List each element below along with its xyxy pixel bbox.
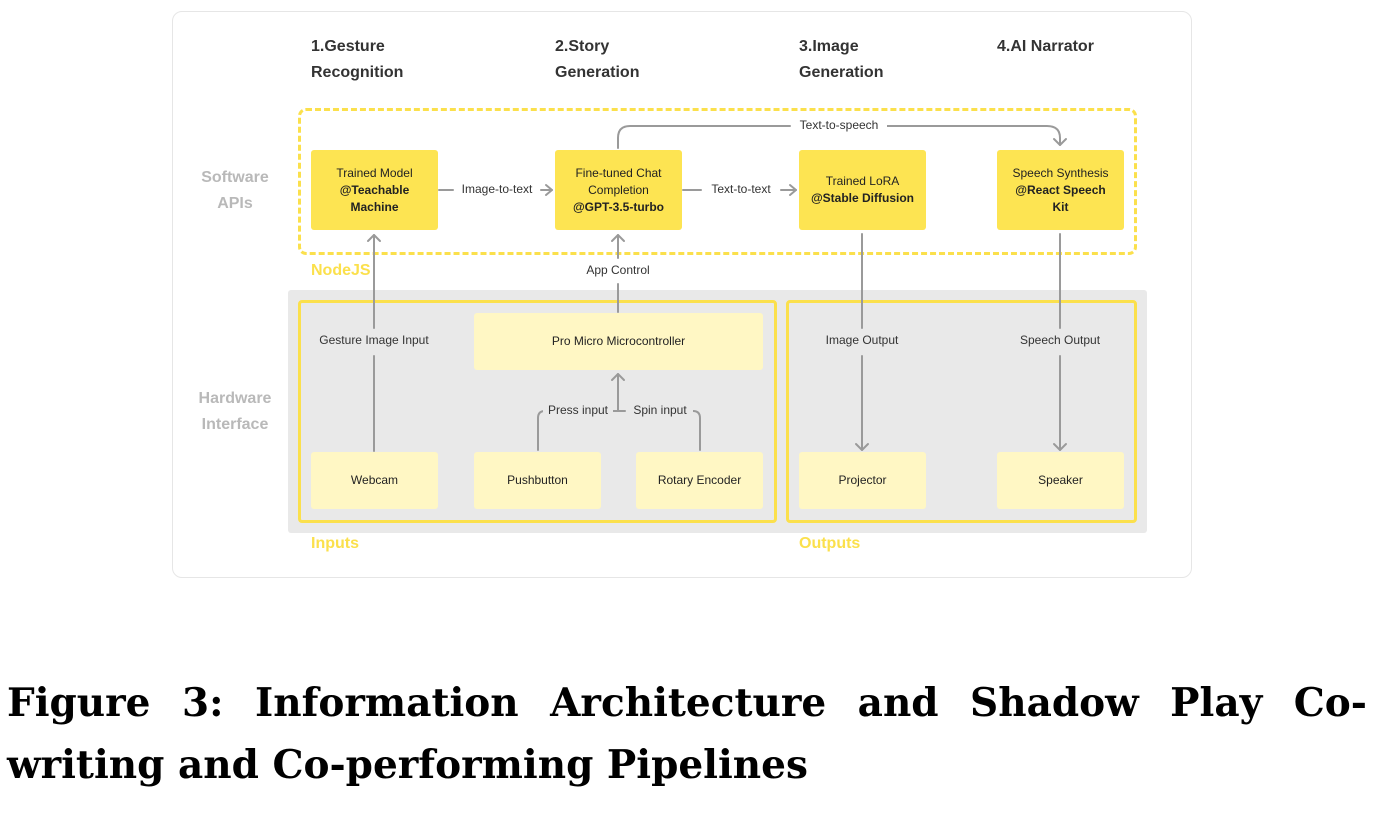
stage-title-image-generation: 3.Image Generation xyxy=(799,38,884,81)
text-to-text-arrowhead xyxy=(789,184,797,196)
microcontroller-arrowhead xyxy=(611,373,625,381)
label-text-to-speech: Text-to-speech xyxy=(791,118,887,132)
speaker-box: Speaker xyxy=(997,452,1124,509)
label-gesture-image-input: Gesture Image Input xyxy=(314,333,434,347)
group-label-outputs: Outputs xyxy=(799,535,861,552)
chat-completion-line1: Fine-tuned Chat xyxy=(575,165,662,180)
image-output-arrowhead xyxy=(855,443,869,451)
figure-caption: Figure 3: Information Architecture and S… xyxy=(7,680,1367,788)
trained-model-box: Trained Model @Teachable Machine xyxy=(311,150,438,230)
label-image-to-text: Image-to-text xyxy=(461,182,533,196)
chat-completion-box: Fine-tuned Chat Completion @GPT-3.5-turb… xyxy=(555,150,682,230)
stage-title-gesture-recognition: 1.Gesture Recognition xyxy=(311,38,404,81)
row-label-software-apis: Software APIs xyxy=(201,169,269,212)
text-to-speech-line-left xyxy=(617,125,791,149)
stage-title-ai-narrator: 4.AI Narrator xyxy=(997,38,1094,55)
label-speech-output: Speech Output xyxy=(1013,333,1107,347)
rotary-encoder-box: Rotary Encoder xyxy=(636,452,763,509)
app-control-arrowhead xyxy=(611,234,625,242)
label-image-output: Image Output xyxy=(817,333,907,347)
label-text-to-text: Text-to-text xyxy=(711,182,771,196)
pushbutton-box: Pushbutton xyxy=(474,452,601,509)
row-label-hardware-interface: Hardware Interface xyxy=(198,390,272,433)
lora-line2: @Stable Diffusion xyxy=(810,191,915,205)
label-press-input: Press input xyxy=(543,403,613,417)
inputs-group xyxy=(298,300,777,523)
label-app-control: App Control xyxy=(586,263,650,277)
lora-line1: Trained LoRA xyxy=(825,174,900,188)
group-label-nodejs: NodeJS xyxy=(311,262,371,279)
spin-input-line xyxy=(692,410,701,451)
trained-model-line3: Machine xyxy=(350,199,399,214)
gesture-input-arrowhead xyxy=(367,234,381,242)
speech-synthesis-box: Speech Synthesis @React Speech Kit xyxy=(997,150,1124,230)
image-to-text-arrowhead xyxy=(545,184,553,196)
projector-box: Projector xyxy=(799,452,926,509)
chat-completion-line3: @GPT-3.5-turbo xyxy=(572,199,665,214)
trained-model-line1: Trained Model xyxy=(336,165,413,180)
outputs-group xyxy=(786,300,1137,523)
speech-synthesis-line2: @React Speech xyxy=(1015,182,1106,197)
speech-synthesis-line1: Speech Synthesis xyxy=(1012,165,1109,180)
chat-completion-line2: Completion xyxy=(588,182,649,197)
label-spin-input: Spin input xyxy=(627,403,693,417)
lora-box: Trained LoRA @Stable Diffusion xyxy=(799,150,926,230)
speech-synthesis-line3: Kit xyxy=(1052,199,1069,214)
nodejs-group xyxy=(298,108,1137,255)
webcam-box: Webcam xyxy=(311,452,438,509)
stage-title-story-generation: 2.Story Generation xyxy=(555,38,640,81)
speech-output-arrowhead xyxy=(1053,443,1067,451)
microcontroller-box: Pro Micro Microcontroller xyxy=(474,313,763,370)
text-to-speech-line-right xyxy=(886,125,1061,146)
group-label-inputs: Inputs xyxy=(311,535,359,552)
text-to-speech-arrowhead xyxy=(1053,138,1067,146)
trained-model-line2: @Teachable xyxy=(339,182,410,197)
